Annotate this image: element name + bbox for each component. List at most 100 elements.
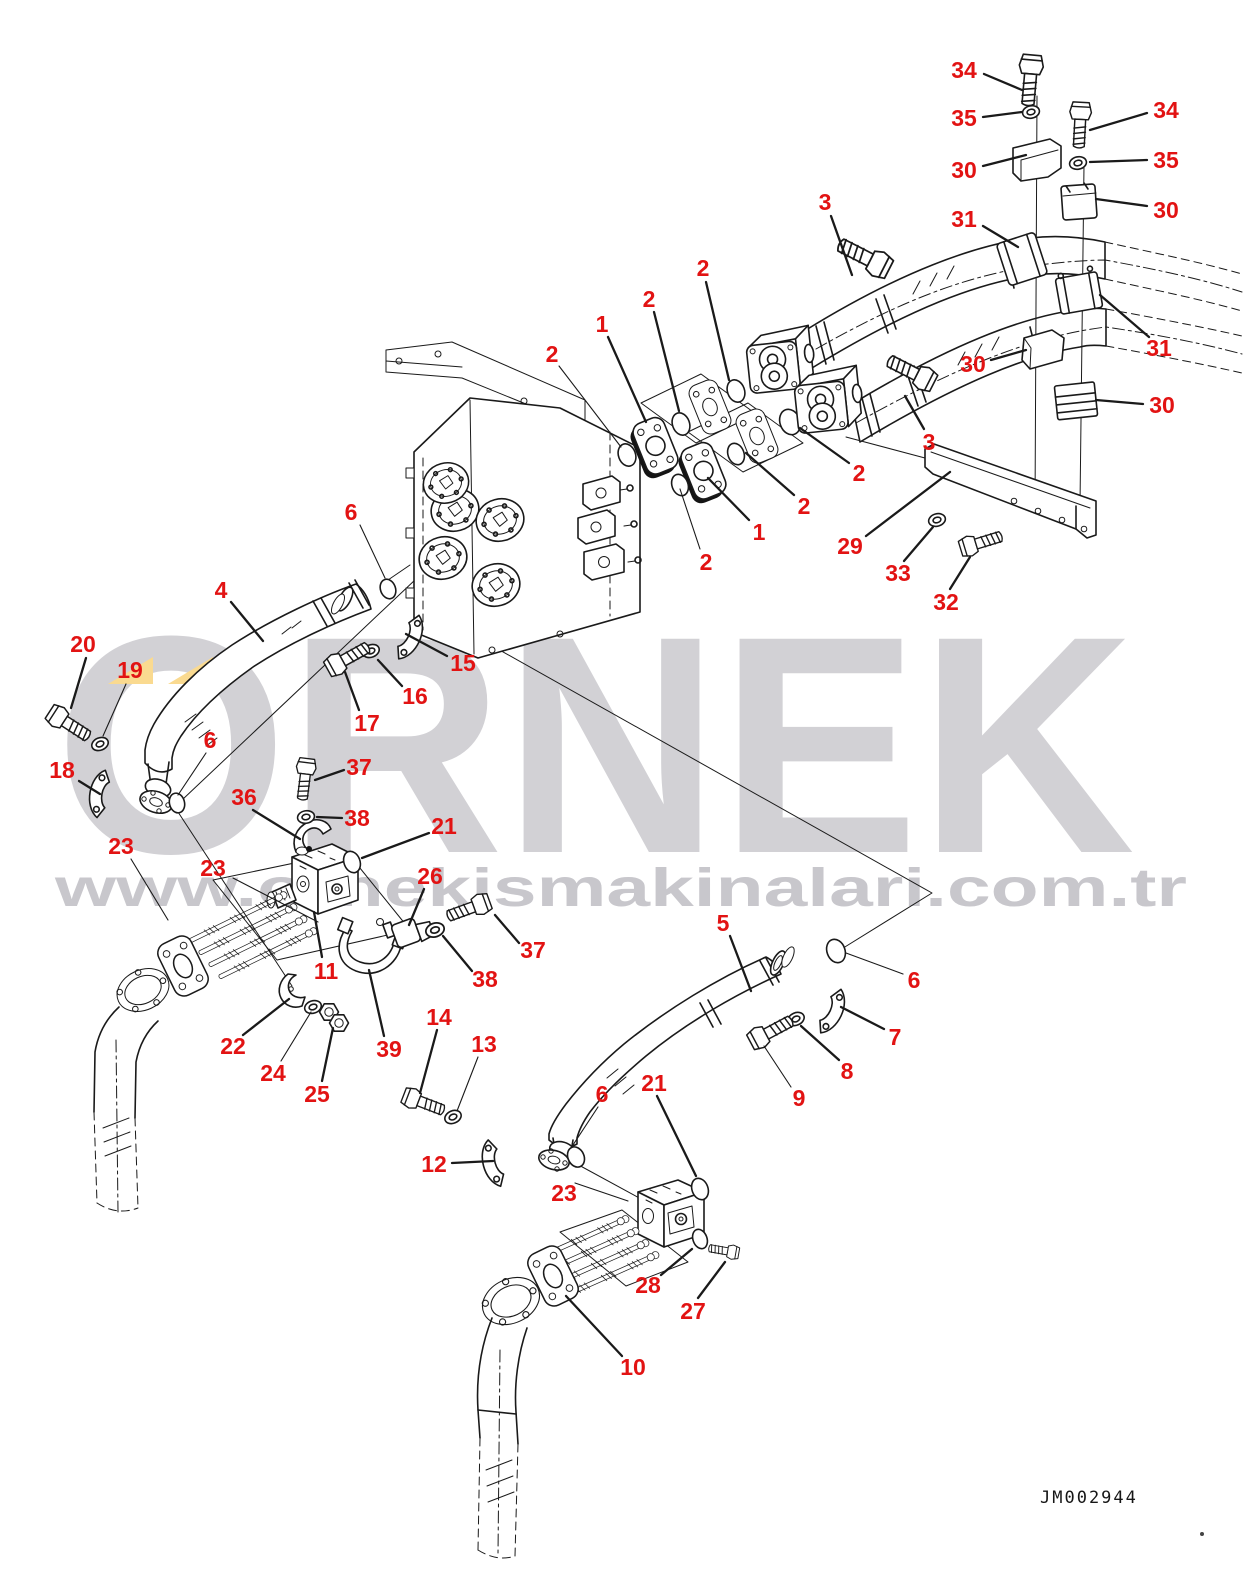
callout-35: 35 bbox=[1153, 147, 1179, 173]
callout-6: 6 bbox=[204, 727, 217, 753]
callout-leader-8 bbox=[799, 1024, 841, 1062]
hose-bottom-left bbox=[93, 1006, 159, 1213]
split-flange-12 bbox=[476, 1137, 508, 1190]
callout-leader-7 bbox=[839, 1005, 886, 1031]
callout-2: 2 bbox=[697, 255, 710, 281]
callout-23: 23 bbox=[108, 833, 134, 859]
callout-10: 10 bbox=[620, 1354, 646, 1380]
callout-leader-11 bbox=[312, 910, 324, 959]
callout-leader-30 bbox=[989, 348, 1028, 362]
callout-leader-36 bbox=[251, 808, 302, 841]
hose-bottom-center bbox=[476, 1317, 528, 1559]
plug-27 bbox=[707, 1240, 741, 1261]
callout-leader-20 bbox=[69, 656, 88, 710]
callout-15: 15 bbox=[450, 650, 476, 676]
washer-33 bbox=[926, 511, 948, 529]
callout-34: 34 bbox=[951, 57, 977, 83]
callout-text-layer: 3435303134353033130303221229333222124620… bbox=[49, 57, 1179, 1380]
callout-30: 30 bbox=[960, 351, 986, 377]
callout-leader-2 bbox=[798, 426, 851, 465]
callout-39: 39 bbox=[376, 1036, 402, 1062]
bolt-3-upper bbox=[832, 231, 896, 283]
callout-leader-10 bbox=[564, 1294, 624, 1358]
callout-leader-2 bbox=[652, 310, 681, 413]
callout-leader-25 bbox=[320, 1026, 335, 1083]
callout-leader-21 bbox=[655, 1094, 698, 1178]
callout-17: 17 bbox=[354, 710, 380, 736]
clamp-30-d bbox=[1053, 381, 1099, 421]
callout-leader-31 bbox=[1098, 293, 1151, 339]
callout-23: 23 bbox=[200, 855, 226, 881]
o-ring-2-b bbox=[671, 412, 691, 436]
line-art bbox=[42, 53, 1243, 1559]
o-ring-21-b bbox=[690, 1177, 710, 1201]
washer-35-right bbox=[1067, 154, 1089, 172]
callout-leader-37 bbox=[493, 913, 521, 945]
callout-leader-14 bbox=[418, 1028, 439, 1095]
o-ring-28 bbox=[691, 1228, 709, 1250]
callout-29: 29 bbox=[837, 533, 863, 559]
callout-1: 1 bbox=[753, 519, 766, 545]
callout-24: 24 bbox=[260, 1060, 286, 1086]
callout-leader-35 bbox=[981, 110, 1024, 119]
period-mark bbox=[1200, 1532, 1204, 1536]
callout-leader-33 bbox=[902, 525, 935, 563]
highlight-triangle-1 bbox=[108, 657, 153, 684]
callout-31: 31 bbox=[1146, 335, 1172, 361]
clamp-30-c bbox=[1021, 329, 1065, 370]
callout-leader-39 bbox=[367, 968, 386, 1038]
callout-37: 37 bbox=[346, 754, 372, 780]
callout-leader-17 bbox=[343, 670, 361, 712]
flange-plate-11 bbox=[153, 931, 213, 1001]
callout-leader-32 bbox=[948, 555, 972, 591]
callout-7: 7 bbox=[889, 1024, 902, 1050]
callout-21: 21 bbox=[431, 813, 457, 839]
callout-leader-19 bbox=[102, 683, 127, 737]
o-ring-6-c bbox=[825, 938, 847, 964]
bolt-34-left bbox=[1015, 53, 1046, 108]
callout-leader-37 bbox=[313, 768, 346, 782]
callout-leader-27 bbox=[696, 1260, 727, 1300]
callout-leader-6 bbox=[570, 1106, 599, 1149]
callout-leader-22 bbox=[241, 997, 291, 1037]
callout-4: 4 bbox=[215, 577, 228, 603]
callout-2: 2 bbox=[643, 286, 656, 312]
callout-12: 12 bbox=[421, 1151, 447, 1177]
hose-clamp-31-right bbox=[1054, 265, 1104, 315]
callout-23: 23 bbox=[551, 1180, 577, 1206]
callout-leader-1 bbox=[606, 335, 648, 424]
o-ring-2-d bbox=[726, 442, 746, 466]
callout-leader-2 bbox=[679, 488, 701, 550]
callout-25: 25 bbox=[304, 1081, 330, 1107]
washer-13 bbox=[441, 1107, 465, 1127]
callout-26: 26 bbox=[417, 863, 443, 889]
callout-11: 11 bbox=[314, 958, 339, 984]
manifold-10-assembly bbox=[473, 1177, 741, 1335]
callout-5: 5 bbox=[717, 910, 730, 936]
callout-35: 35 bbox=[951, 105, 977, 131]
callout-19: 19 bbox=[117, 657, 143, 683]
bolt-9 bbox=[744, 1009, 798, 1053]
manifold-11-assembly bbox=[109, 756, 494, 1032]
callout-28: 28 bbox=[635, 1272, 661, 1298]
callout-leader-24 bbox=[280, 1011, 312, 1062]
callout-31: 31 bbox=[951, 206, 977, 232]
callout-30: 30 bbox=[1153, 197, 1179, 223]
callout-2: 2 bbox=[853, 460, 866, 486]
pipe-5-assembly bbox=[399, 938, 853, 1190]
callout-6: 6 bbox=[345, 499, 358, 525]
doc-number: JM002944 bbox=[1040, 1488, 1138, 1508]
callout-14: 14 bbox=[426, 1004, 452, 1030]
callout-leader-34 bbox=[1088, 111, 1149, 132]
o-ring-6-b bbox=[168, 792, 186, 814]
callout-32: 32 bbox=[933, 589, 959, 615]
callout-leader-6 bbox=[359, 524, 386, 579]
callout-22: 22 bbox=[220, 1033, 246, 1059]
callout-13: 13 bbox=[471, 1031, 497, 1057]
callout-leader-23 bbox=[574, 1182, 629, 1202]
callout-leader-6 bbox=[177, 752, 207, 796]
hose-clamp-31-left bbox=[996, 232, 1048, 286]
bolt-14 bbox=[399, 1084, 449, 1121]
washer-35-left bbox=[1020, 103, 1042, 121]
callout-leader-34 bbox=[982, 72, 1024, 92]
